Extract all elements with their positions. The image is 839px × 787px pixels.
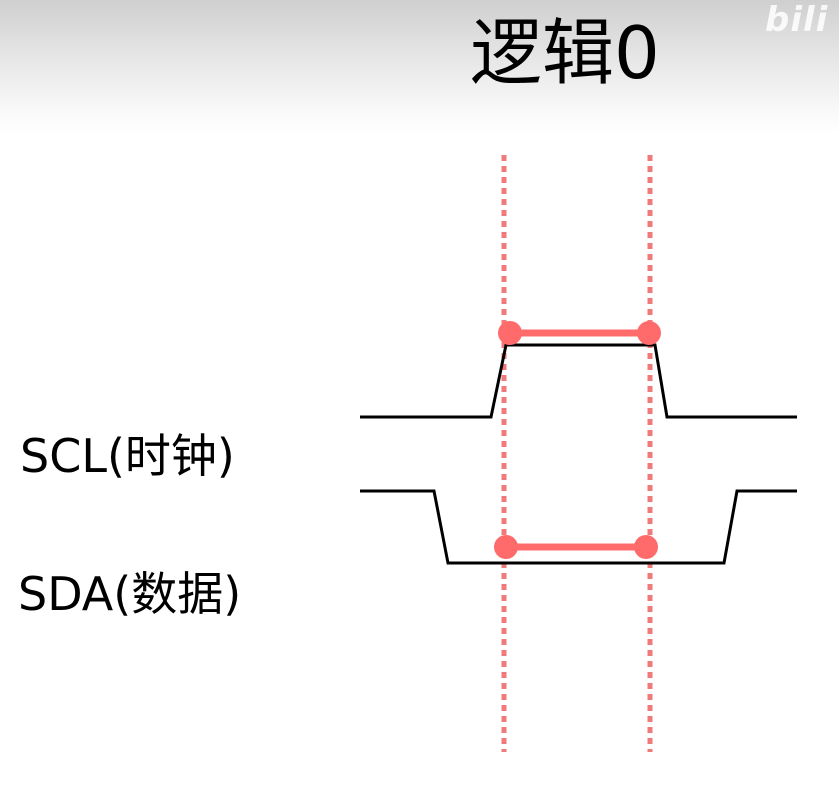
sda-label: SDA(数据)	[18, 567, 242, 621]
scl-label: SCL(时钟)	[20, 429, 235, 483]
scl-highlight-start-dot	[498, 321, 522, 345]
sda-highlight-end-dot	[634, 535, 658, 559]
scl-highlight-end-dot	[637, 321, 661, 345]
sda-highlight-start-dot	[494, 535, 518, 559]
diagram-title: 逻辑0	[470, 11, 660, 95]
bilibili-watermark: bili	[765, 0, 829, 40]
header-band	[0, 0, 839, 135]
sda-waveform	[360, 489, 797, 565]
scl-waveform	[360, 343, 797, 419]
